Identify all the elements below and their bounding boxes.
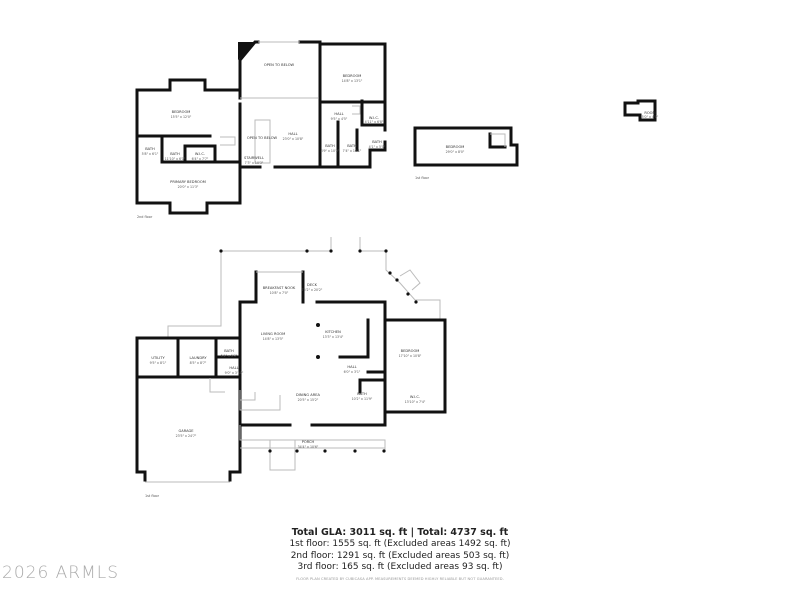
- room-label: DINING AREA: [296, 393, 320, 397]
- room-dimensions: 13'3" x 13'4": [323, 335, 344, 339]
- room-dimensions: 23'0" x 10'8": [283, 137, 304, 141]
- room-dimensions: 29'0" x 8'0": [446, 150, 465, 154]
- room-dimensions: 5'4" x 5'3": [221, 354, 238, 358]
- room-label: BATH: [325, 144, 335, 148]
- summary-line: 2nd floor: 1291 sq. ft (Excluded areas 5…: [290, 550, 510, 561]
- room-dimensions: 5'0" x 4'0": [642, 115, 659, 119]
- room-label: PORCH: [302, 440, 315, 444]
- room-label: DECK: [307, 283, 318, 287]
- room-label: LAUNDRY: [189, 356, 207, 360]
- room-dimensions: 8'9" x 10'3": [321, 149, 340, 153]
- room-label: BATH: [357, 392, 367, 396]
- room-dimensions: 17'10" x 10'8": [399, 354, 422, 358]
- room-dimensions: 4'1" x 5'0": [369, 145, 386, 149]
- room-label: W.I.C.: [410, 395, 420, 399]
- floor-label: 1st floor: [145, 494, 160, 498]
- room-dimensions: 20'0" x 11'3": [178, 185, 199, 189]
- summary-line: 1st floor: 1555 sq. ft (Excluded areas 1…: [289, 539, 511, 549]
- room-label: KITCHEN: [325, 330, 341, 334]
- room-label: BATH: [372, 140, 382, 144]
- second-floor-plan: OPEN TO BELOW BEDROOM 14'8" x 13'1" BEDR…: [135, 40, 387, 219]
- area-summary: Total GLA: 3011 sq. ft | Total: 4737 sq.…: [200, 527, 600, 574]
- room-label: BEDROOM: [343, 74, 362, 78]
- room-dimensions: 5'8" x 6'1": [142, 152, 159, 156]
- room-label: BEDROOM: [172, 110, 191, 114]
- room-label: BATH: [170, 152, 180, 156]
- room-dimensions: 8'5" x 8'7": [190, 361, 207, 365]
- room-dimensions: 23'5" x 24'7": [176, 434, 197, 438]
- room-label: BATH: [347, 144, 357, 148]
- room-dimensions: 4'11" x 6'8": [365, 120, 384, 124]
- third-floor-plan: BEDROOM 29'0" x 8'0" 1st floor ROOM 5'0"…: [413, 99, 659, 180]
- room-label: W.I.C.: [195, 152, 205, 156]
- room-label: STAIRWELL: [244, 156, 264, 160]
- room-label: HALL: [334, 112, 343, 116]
- room-dimensions: 34'4" x 10'6": [298, 445, 319, 449]
- watermark: 2026 ARMLS: [2, 563, 120, 583]
- first-floor-plan: BREAKFAST NOOK 10'8" x 7'0" DECK 75'2" x…: [135, 237, 447, 498]
- deck-posts: [219, 249, 418, 453]
- room-label: BATH: [224, 349, 234, 353]
- room-dimensions: 9'5" x 8'1": [150, 361, 167, 365]
- room-dimensions: 9'5" x 4'5": [331, 117, 348, 121]
- room-dimensions: 10'2" x 11'9": [352, 397, 373, 401]
- floor-label: 1st floor: [415, 176, 430, 180]
- stair-void-marker: [238, 42, 255, 60]
- room-label: OPEN TO BELOW: [264, 63, 295, 67]
- room-dimensions: 75'2" x 20'2": [302, 288, 323, 292]
- room-dimensions: 14'8" x 13'5": [263, 337, 284, 341]
- room-dimensions: 14'8" x 13'1": [342, 79, 363, 83]
- room-dimensions: 13'10" x 7'4": [405, 400, 426, 404]
- room-label: BATH: [145, 147, 155, 151]
- floor-label: 2nd floor: [137, 215, 153, 219]
- room-label: W.I.C.: [369, 116, 379, 120]
- room-dimensions: 11'10" x 6'1": [165, 157, 186, 161]
- room-label: HALL: [347, 365, 356, 369]
- room-label: UTILITY: [151, 356, 165, 360]
- room-label: OPEN TO BELOW: [247, 136, 278, 140]
- room-dimensions: 7'4" x 10'1": [343, 149, 362, 153]
- room-dimensions: 9'0" x 3'10": [225, 371, 244, 375]
- room-dimensions: 15'5" x 12'0": [171, 115, 192, 119]
- room-label: LIVING ROOM: [261, 332, 285, 336]
- summary-headline: Total GLA: 3011 sq. ft | Total: 4737 sq.…: [291, 527, 509, 538]
- disclaimer: FLOOR PLAN CREATED BY CUBICASA APP. MEAS…: [296, 577, 504, 581]
- room-dimensions: 6'4" x 7'7": [192, 157, 209, 161]
- room-dimensions: 7'3" x 10'3": [245, 161, 264, 165]
- summary-line: 3rd floor: 165 sq. ft (Excluded areas 93…: [297, 562, 503, 572]
- room-label: HALL: [229, 366, 238, 370]
- room-dimensions: 10'8" x 7'0": [270, 291, 289, 295]
- room-label: BEDROOM: [401, 349, 420, 353]
- room-label: ROOM: [644, 111, 655, 115]
- room-label: PRIMARY BEDROOM: [170, 180, 206, 184]
- room-label: BREAKFAST NOOK: [263, 286, 296, 290]
- room-dimensions: 20'5" x 15'2": [298, 398, 319, 402]
- room-label: GARAGE: [178, 429, 194, 433]
- room-label: BEDROOM: [446, 145, 465, 149]
- room-dimensions: 6'0" x 3'1": [344, 370, 361, 374]
- room-label: HALL: [288, 132, 297, 136]
